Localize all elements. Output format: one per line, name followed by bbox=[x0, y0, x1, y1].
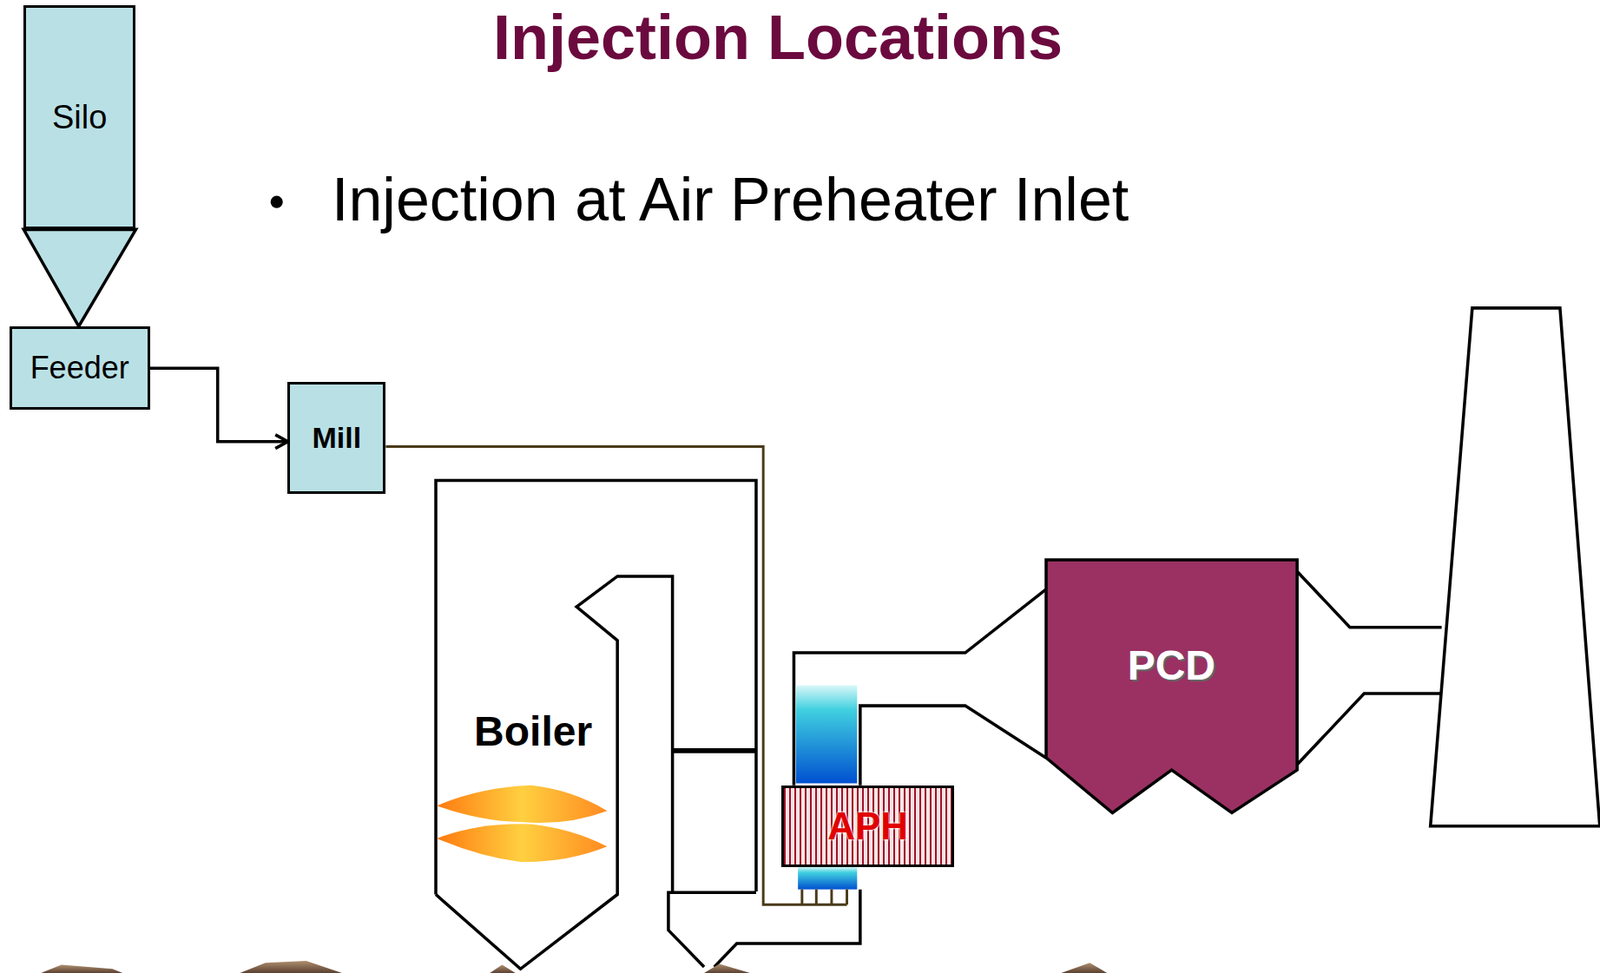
particulate-control-device: PCD bbox=[1046, 559, 1298, 813]
node-label: Boiler bbox=[474, 707, 593, 756]
ground-rocks bbox=[40, 961, 1107, 973]
feeder-box: Feeder bbox=[9, 326, 151, 410]
aph-gas-inlet bbox=[796, 685, 858, 784]
aph-air-side bbox=[797, 867, 857, 890]
outlet-duct-upper bbox=[1297, 571, 1442, 628]
bullet-dot bbox=[270, 196, 284, 209]
injection-lance bbox=[815, 889, 818, 906]
node-label: Mill bbox=[312, 421, 363, 455]
outlet-duct-lower bbox=[1297, 693, 1442, 765]
duct-bottom bbox=[714, 889, 861, 968]
arrow-head bbox=[275, 434, 288, 449]
node-label: Silo bbox=[52, 98, 107, 137]
bullet-text: Injection at Air Preheater Inlet bbox=[331, 164, 1129, 235]
injection-lance bbox=[829, 889, 833, 906]
economizer bbox=[672, 748, 757, 754]
silo-box: Silo bbox=[23, 5, 136, 231]
boiler-inner-wall bbox=[435, 576, 705, 969]
boiler-label-area: Boiler bbox=[454, 704, 613, 759]
duct-upper bbox=[793, 589, 1046, 786]
injection-lance bbox=[800, 889, 804, 906]
node-label: PCD bbox=[1127, 641, 1216, 690]
air-preheater: APH bbox=[781, 785, 955, 868]
feed-arrow bbox=[150, 368, 289, 442]
duct-lower bbox=[860, 705, 1047, 786]
duct-top bbox=[672, 890, 757, 895]
stack bbox=[1430, 308, 1600, 827]
slide-title: Injection Locations bbox=[0, 1, 1556, 73]
node-label: Feeder bbox=[30, 349, 130, 387]
duct-walls bbox=[435, 480, 1442, 969]
flame bbox=[436, 785, 607, 824]
sorbent-line bbox=[385, 446, 847, 905]
boiler-wall bbox=[435, 480, 757, 895]
node-label: APH bbox=[827, 804, 909, 849]
flames bbox=[436, 785, 607, 863]
mill-box: Mill bbox=[287, 381, 386, 494]
flame bbox=[436, 823, 607, 863]
injection-lance bbox=[845, 889, 849, 906]
hopper-cone bbox=[23, 229, 136, 327]
